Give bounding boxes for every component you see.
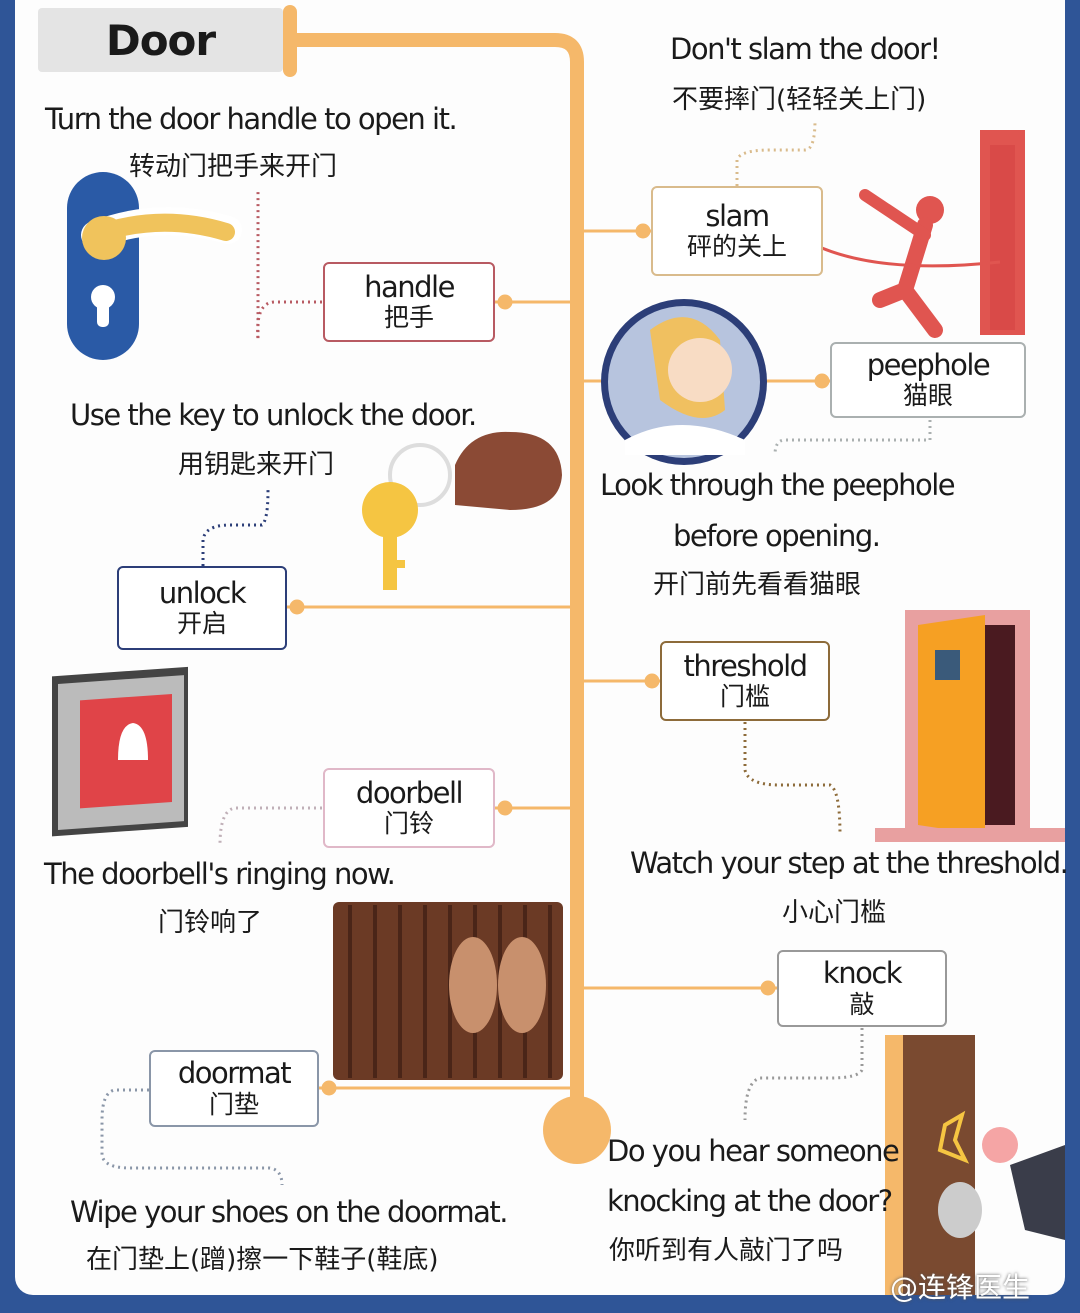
slam-sentence: Don't slam the door! [670, 32, 941, 66]
peephole-sentence-zh: 开门前先看看猫眼 [653, 570, 862, 600]
vocab-box-handle: handle 把手 [323, 262, 495, 342]
unlock-sentence-zh: 用钥匙来开门 [178, 450, 335, 480]
vocab-word: peephole [866, 347, 991, 382]
vocab-zh: 开启 [176, 609, 227, 639]
slam-sentence-zh: 不要摔门(轻轻关上门) [672, 85, 927, 115]
vocab-zh: 门槛 [719, 682, 770, 712]
vocab-box-peephole: peephole 猫眼 [830, 342, 1026, 418]
peephole-sentence-line2: before opening. [673, 519, 881, 553]
vocab-zh: 砰的关上 [686, 232, 787, 262]
watermark: @连锋医生 [890, 1271, 1031, 1304]
doorbell-illustration [52, 666, 188, 837]
knock-sentence-zh: 你听到有人敲门了吗 [609, 1236, 844, 1266]
doormat-sentence: Wipe your shoes on the doormat. [70, 1195, 508, 1229]
doorbell-sentence-zh: 门铃响了 [158, 908, 263, 938]
vocab-word: unlock [158, 575, 247, 610]
handle-sentence-zh: 转动门把手来开门 [129, 152, 338, 182]
unlock-sentence: Use the key to unlock the door. [70, 398, 477, 432]
doormat-illustration [333, 902, 563, 1080]
vocab-box-slam: slam 砰的关上 [651, 186, 823, 276]
door-handle-illustration [67, 172, 242, 360]
vocab-zh: 门铃 [383, 809, 434, 839]
vocab-word: handle [364, 269, 455, 304]
vocab-word: slam [705, 198, 770, 233]
handle-sentence: Turn the door handle to open it. [45, 102, 458, 136]
vocab-word: threshold [683, 648, 808, 683]
vocab-word: doormat [177, 1056, 292, 1091]
vocab-box-doorbell: doorbell 门铃 [323, 768, 495, 848]
dotted-arrows [100, 119, 932, 1186]
vocab-box-unlock: unlock 开启 [117, 566, 287, 650]
vocab-zh: 门垫 [208, 1089, 259, 1119]
knock-illustration [885, 1035, 1065, 1295]
spine [283, 5, 584, 1127]
knock-sentence-line1: Do you hear someone [607, 1134, 900, 1168]
vocab-box-doormat: doormat 门垫 [149, 1050, 319, 1127]
vocab-word: knock [822, 956, 903, 991]
key-illustration [362, 431, 562, 590]
page-title: Door [38, 8, 283, 72]
slam-illustration [814, 130, 1025, 338]
vocab-box-knock: knock 敲 [777, 950, 947, 1027]
peephole-illustration [601, 299, 767, 465]
vocab-word: doorbell [355, 775, 464, 810]
threshold-sentence: Watch your step at the threshold. [630, 846, 1069, 880]
doormat-sentence-zh: 在门垫上(蹭)擦一下鞋子(鞋底) [86, 1245, 439, 1275]
peephole-sentence-line1: Look through the peephole [600, 468, 956, 502]
threshold-sentence-zh: 小心门槛 [782, 898, 887, 928]
vocab-zh: 猫眼 [902, 381, 953, 411]
vocab-zh: 把手 [383, 303, 434, 333]
door-open-illustration [875, 610, 1065, 842]
spine-end [543, 1096, 611, 1164]
vocab-zh: 敲 [849, 989, 875, 1019]
doorbell-sentence: The doorbell's ringing now. [44, 857, 396, 891]
knock-sentence-line2: knocking at the door? [607, 1184, 893, 1218]
vocab-box-threshold: threshold 门槛 [660, 641, 830, 721]
